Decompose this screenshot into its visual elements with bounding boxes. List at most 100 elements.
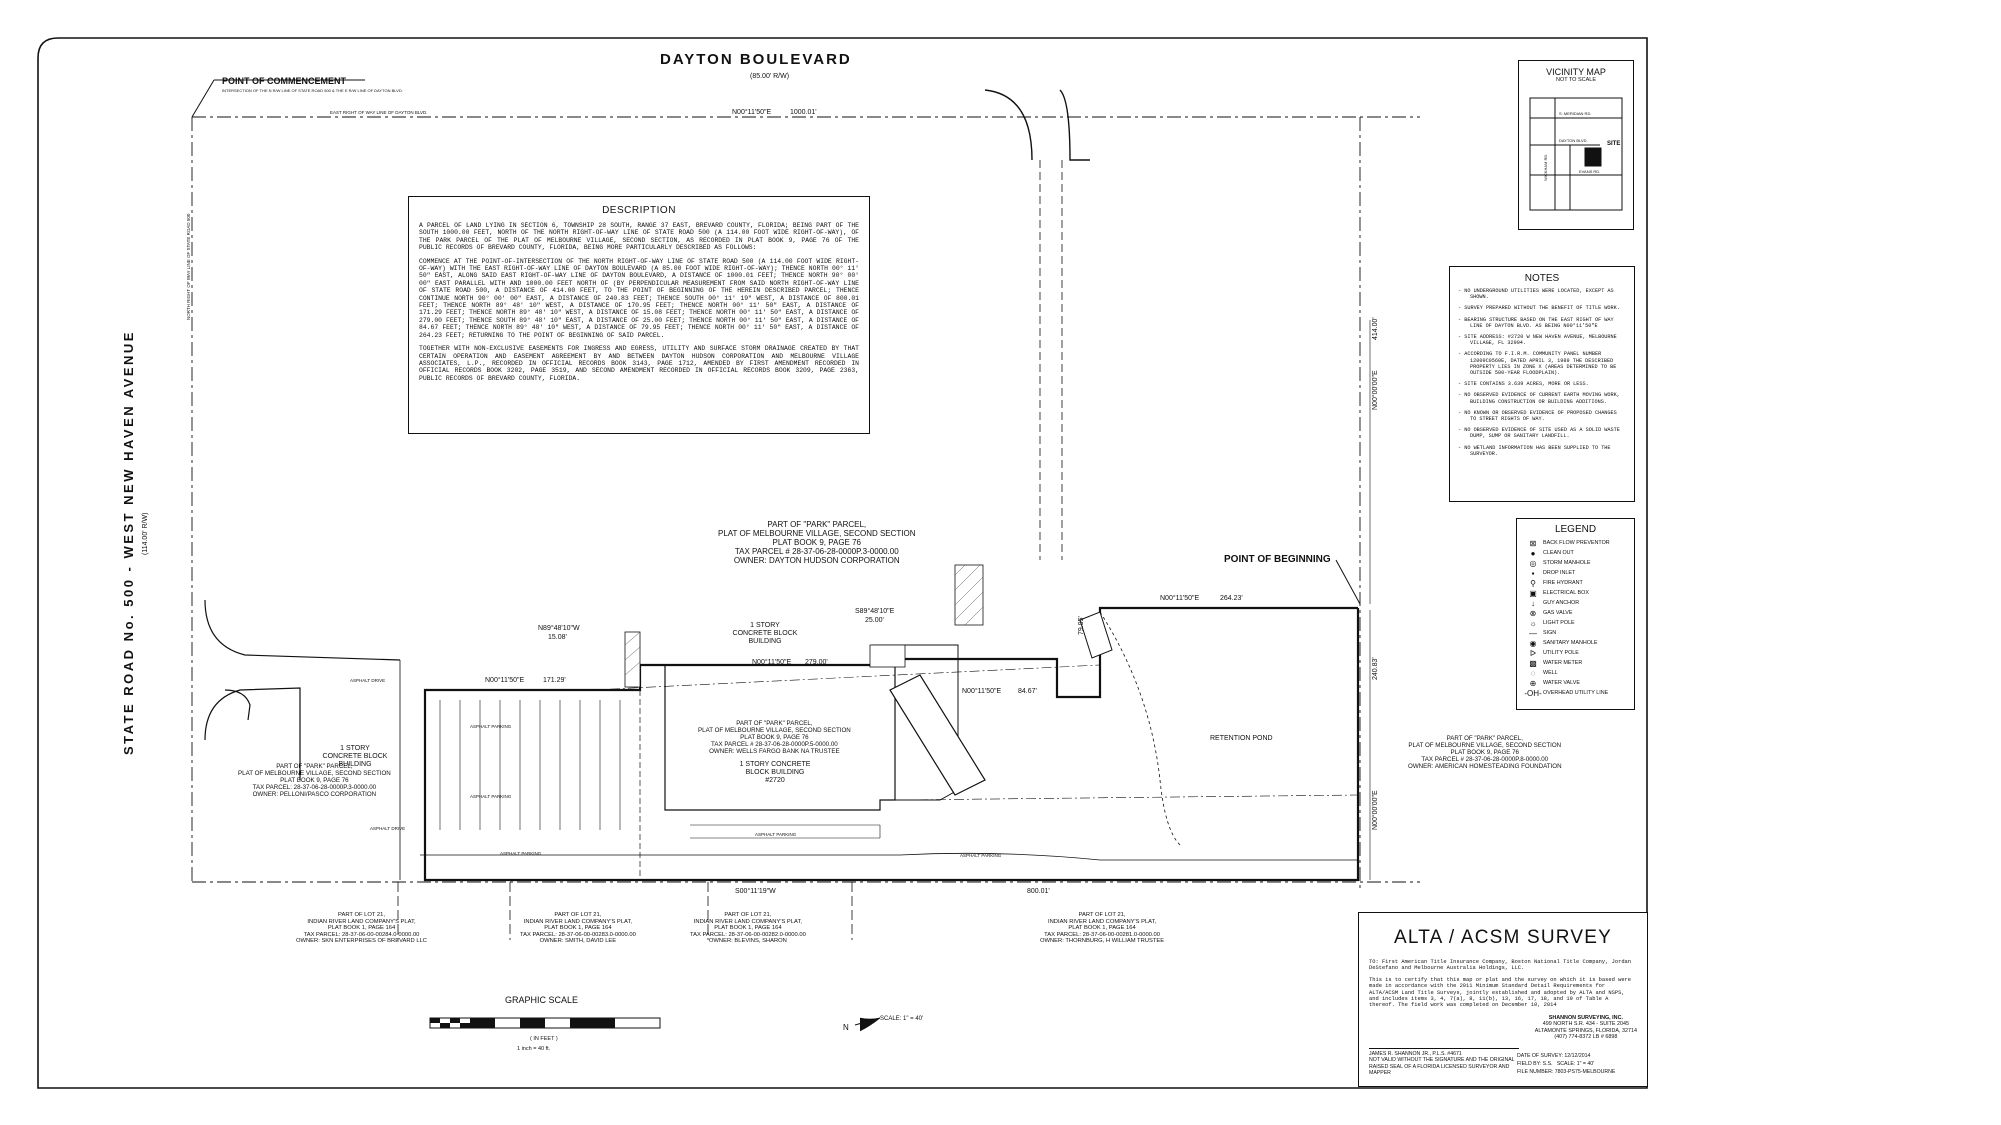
notes-box: NOTES - NO UNDERGROUND UTILITIES WERE LO… xyxy=(1449,266,1635,502)
legend-label: FIRE HYDRANT xyxy=(1543,580,1583,586)
hatch-lines xyxy=(624,564,984,676)
legend-symbol-icon: ● xyxy=(1530,548,1536,558)
survey-scale: 1" = 40' xyxy=(1576,1061,1595,1067)
legend-item: ◎ STORM MANHOLE xyxy=(1523,558,1628,568)
parcel-west: PART OF "PARK" PARCEL,PLAT OF MELBOURNE … xyxy=(238,763,391,798)
vicinity-road-2: DAYTON BLVD. xyxy=(1559,138,1588,143)
legend-symbol-icon: ᐅ xyxy=(1529,648,1537,658)
scale-north: SCALE: 1" = 40' xyxy=(880,1016,923,1022)
surveyor-note: NOT VALID WITHOUT THE SIGNATURE AND THE … xyxy=(1369,1057,1515,1076)
legend-symbol-icon: ▪ xyxy=(1531,568,1535,578)
vicinity-map: VICINITY MAP NOT TO SCALE SITE S. MERIDI… xyxy=(1518,60,1634,230)
survey-plan: DAYTON BOULEVARD (85.00' R/W) STATE ROAD… xyxy=(37,37,1648,1089)
legend-label: CLEAN OUT xyxy=(1543,550,1574,556)
legend-symbol-icon: — xyxy=(1529,628,1537,638)
vicinity-map-drawing xyxy=(1529,97,1623,211)
description-title: DESCRIPTION xyxy=(602,205,676,216)
center-building xyxy=(664,665,896,811)
survey-metadata: DATE OF SURVEY: 12/12/2014 FIELD BY: S.S… xyxy=(1517,1053,1616,1075)
parcel-north: PART OF "PARK" PARCEL,PLAT OF MELBOURNE … xyxy=(718,520,916,565)
distance-d4: 15.08' xyxy=(548,634,567,641)
legend-rows: ⊠BACK FLOW PREVENTOR●CLEAN OUT◎STORM MAN… xyxy=(1523,538,1628,698)
distance-d7: 84.67' xyxy=(1018,688,1037,695)
distance-d2: 264.23' xyxy=(1220,595,1243,602)
asphalt-parking-5: ASPHALT PARKING xyxy=(960,853,1002,858)
legend-title: LEGEND xyxy=(1554,524,1597,535)
note-item: - SITE CONTAINS 3.639 ACRES, MORE OR LES… xyxy=(1458,381,1589,388)
file-number: 7803-PS75-MELBOURNE xyxy=(1554,1069,1616,1075)
note-item: - NO UNDERGROUND UTILITIES WERE LOCATED,… xyxy=(1458,288,1614,301)
hatched-wall xyxy=(624,564,984,688)
parcel-south-4: PART OF LOT 21,INDIAN RIVER LAND COMPANY… xyxy=(1040,912,1165,945)
lot-lines xyxy=(397,882,853,940)
legend-symbol-icon: ◉ xyxy=(1529,638,1537,648)
title-block: ALTA / ACSM SURVEY TO: First American Ti… xyxy=(1358,912,1648,1087)
legend-label: ELECTRICAL BOX xyxy=(1543,590,1589,596)
road-top-rw: (85.00' R/W) xyxy=(750,73,789,80)
legend-item: ● CLEAN OUT xyxy=(1523,548,1628,558)
survey-title: ALTA / ACSM SURVEY xyxy=(1393,927,1612,948)
vicinity-subtitle: NOT TO SCALE xyxy=(1555,77,1597,83)
graphic-scale-bar xyxy=(429,1017,661,1029)
notes-list: - NO UNDERGROUND UTILITIES WERE LOCATED,… xyxy=(1458,288,1626,457)
north-arrow-label: N xyxy=(843,1023,849,1032)
survey-date: 12/12/2014 xyxy=(1564,1053,1591,1059)
asphalt-parking-3: ASPHALT PARKING xyxy=(500,851,542,856)
north-arrow xyxy=(854,1017,881,1032)
legend-symbol-icon: ⊕ xyxy=(1529,678,1537,688)
legend-symbol-icon: ◎ xyxy=(1529,558,1537,568)
legend-item: ▣ ELECTRICAL BOX xyxy=(1523,588,1628,598)
note-item: - SITE ADDRESS: #2720 W NEW HAVEN AVENUE… xyxy=(1458,334,1617,347)
legend-label: BACK FLOW PREVENTOR xyxy=(1543,540,1610,546)
legend-label: WELL xyxy=(1543,670,1558,676)
drive-curve-right xyxy=(1059,89,1090,161)
parcel-center: PART OF "PARK" PARCEL,PLAT OF MELBOURNE … xyxy=(698,720,851,755)
vicinity-site: SITE xyxy=(1607,141,1621,147)
road-top-title: DAYTON BOULEVARD xyxy=(660,51,852,68)
scale-in-feet: ( IN FEET ) xyxy=(530,1036,558,1042)
poc-leader xyxy=(191,79,215,118)
pob-label: POINT OF BEGINNING xyxy=(1224,554,1331,565)
legend-symbol-icon: ⊗ xyxy=(1529,608,1537,618)
legend-item: ▪ DROP INLET xyxy=(1523,568,1628,578)
vicinity-road-1: S. MERIDIAN RD. xyxy=(1559,111,1592,116)
description-paragraph-1: A PARCEL OF LAND LYING IN SECTION 6, TOW… xyxy=(419,222,859,252)
legend-label: SIGN xyxy=(1543,630,1557,636)
bearing-b3: N00°11'50"E xyxy=(485,676,525,684)
vicinity-title: VICINITY MAP xyxy=(1546,67,1606,77)
legend-item: -OH-OVERHEAD UTILITY LINE xyxy=(1523,688,1628,698)
parcel-south-1: PART OF LOT 21,INDIAN RIVER LAND COMPANY… xyxy=(296,912,427,945)
distance-d9: 414.00' xyxy=(1372,317,1379,340)
small-structure xyxy=(1079,611,1113,659)
legend-symbol-icon: -OH- xyxy=(1524,688,1542,698)
poc-label: POINT OF COMMENCEMENT xyxy=(222,76,346,86)
curb-island xyxy=(224,689,251,721)
certified-to: TO: First American Title Insurance Compa… xyxy=(1369,959,1632,972)
asphalt-parking-1: ASPHALT PARKING xyxy=(470,724,512,729)
legend-label: STORM MANHOLE xyxy=(1543,560,1591,566)
legend-label: DROP INLET xyxy=(1543,570,1576,576)
parcel-east: PART OF "PARK" PARCEL,PLAT OF MELBOURNE … xyxy=(1408,735,1562,770)
asphalt-drive-2: ASPHALT DRIVE xyxy=(370,826,405,831)
north-row-label: NORTH RIGHT OF WAY LINE OF STATE ROAD 50… xyxy=(186,213,191,320)
parcel-south-2: PART OF LOT 21,INDIAN RIVER LAND COMPANY… xyxy=(520,912,636,945)
drive-curve-left xyxy=(984,89,1033,161)
bearing-b6: S89°48'10"E xyxy=(855,607,895,615)
legend-box: LEGEND ⊠BACK FLOW PREVENTOR●CLEAN OUT◎ST… xyxy=(1516,518,1635,710)
surveyor-name: JAMES R. SHANNON JR., P.L.S. #4671 xyxy=(1369,1051,1462,1058)
description-paragraph-3: TOGETHER WITH NON-EXCLUSIVE EASEMENTS FO… xyxy=(419,345,859,382)
surveyor-signature: JAMES R. SHANNON JR., P.L.S. #4671 NOT V… xyxy=(1369,1048,1519,1076)
description-paragraph-2: COMMENCE AT THE POINT-OF-INTERSECTION OF… xyxy=(419,257,859,339)
bearing-b8: S00°11'19"W xyxy=(735,887,776,895)
distance-d1: 1000.01' xyxy=(790,109,817,116)
note-item: - NO OBSERVED EVIDENCE OF CURRENT EARTH … xyxy=(1458,392,1620,405)
bearing-b9b: N00°00'00"E xyxy=(1371,790,1379,830)
distance-d5: 279.00' xyxy=(805,659,828,666)
note-item: - SURVEY PREPARED WITHOUT THE BENEFIT OF… xyxy=(1458,305,1620,312)
building-center: 1 STORY CONCRETE BLOCK BUILDING #2720 xyxy=(739,761,811,784)
legend-symbol-icon: ▣ xyxy=(1529,588,1537,598)
legend-item: ▩WATER METER xyxy=(1523,658,1628,668)
legend-label: OVERHEAD UTILITY LINE xyxy=(1543,690,1609,696)
legend-label: GUY ANCHOR xyxy=(1543,600,1580,606)
